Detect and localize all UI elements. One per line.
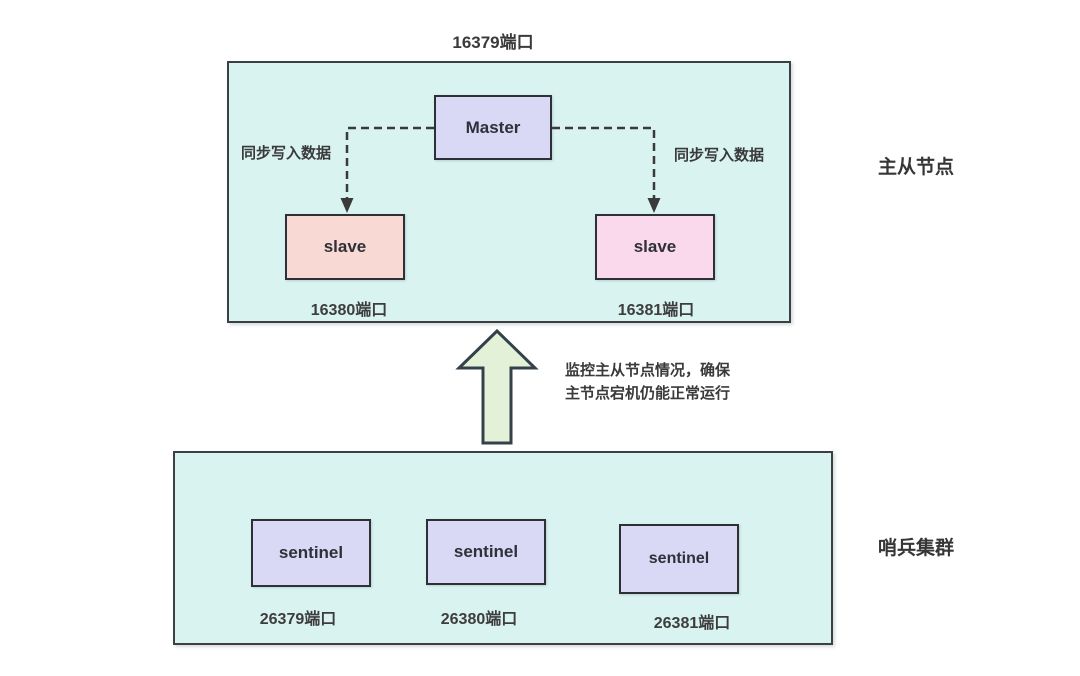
- sentinel-node-2: sentinel: [426, 519, 546, 585]
- slave-1-port-label: 16380端口: [310, 302, 388, 319]
- slave-node-2: slave: [595, 214, 715, 280]
- sentinel-node-3-label: sentinel: [648, 550, 710, 567]
- arrowhead-left-icon: [340, 198, 354, 213]
- sync-connectors: [340, 126, 661, 213]
- sentinel-node-2-label: sentinel: [453, 542, 519, 561]
- sync-connector-left: [345, 126, 434, 201]
- sync-write-label-right: 同步写入数据: [674, 147, 765, 164]
- arrowhead-right-icon: [647, 198, 661, 213]
- sync-connector-right: [552, 126, 656, 201]
- sentinel-node-1-label: sentinel: [278, 543, 344, 562]
- master-slave-group-title: 主从节点: [878, 157, 955, 178]
- sentinel-node-3: sentinel: [619, 524, 739, 594]
- slave-node-1-label: slave: [323, 237, 367, 256]
- sync-write-label-left: 同步写入数据: [240, 145, 331, 162]
- master-node: Master: [434, 95, 552, 160]
- monitor-note-line1: 监控主从节点情况，确保: [565, 362, 731, 379]
- sentinel-node-1: sentinel: [251, 519, 371, 587]
- master-slave-group-box: Master slave slave 同步写入数据 同步写入数据 16380端口…: [227, 61, 791, 323]
- monitor-note-line2: 主节点宕机仍能正常运行: [565, 385, 731, 402]
- master-port-label: 16379端口: [452, 33, 534, 52]
- slave-node-1: slave: [285, 214, 405, 280]
- sentinel-2-port-label: 26380端口: [440, 611, 518, 628]
- master-node-label: Master: [465, 117, 521, 137]
- sentinel-3-port-label: 26381端口: [653, 615, 731, 632]
- slave-2-port-label: 16381端口: [617, 302, 695, 319]
- slave-node-2-label: slave: [633, 237, 677, 256]
- monitor-up-arrow-icon: [455, 328, 539, 445]
- sentinel-group-box: sentinel sentinel sentinel 26379端口 26380…: [173, 451, 833, 645]
- sentinel-1-port-label: 26379端口: [259, 611, 337, 628]
- sentinel-group-title: 哨兵集群: [878, 538, 955, 559]
- monitor-note: 监控主从节点情况，确保 主节点宕机仍能正常运行: [565, 359, 730, 405]
